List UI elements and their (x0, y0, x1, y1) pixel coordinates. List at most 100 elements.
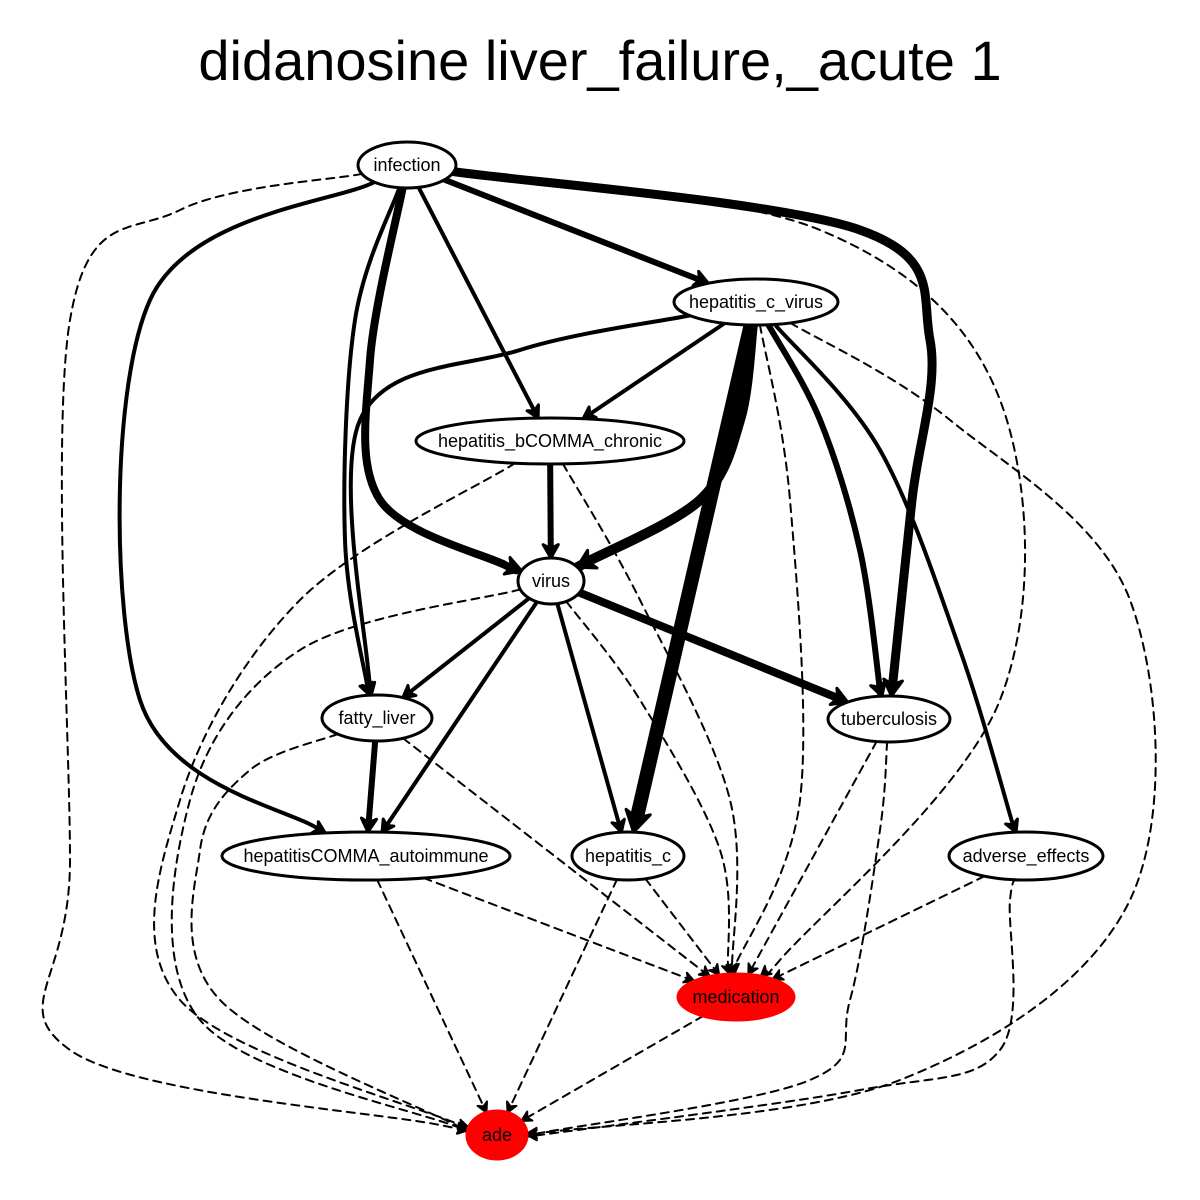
edge-line (117, 180, 377, 842)
node-ellipse (220, 830, 512, 882)
edge-fatty_liver-to-ade (190, 733, 484, 1141)
edge-arrowhead (610, 817, 626, 834)
edge-arrowhead (771, 969, 785, 981)
edge-layer (41, 167, 1157, 1142)
edge-line (575, 588, 841, 702)
edge-line (751, 740, 878, 969)
edge-hepatitis_c_virus-to-hepatitis_c (624, 317, 758, 834)
edge-hepatitis_c_virus-to-virus (572, 319, 758, 572)
edge-virus-to-tuberculosis (575, 588, 850, 707)
node-adverse_effects: adverse_effects (947, 830, 1105, 882)
edge-infection-to-hepatitis_bCOMMA_chronic (416, 185, 540, 420)
edge-arrowhead (1004, 817, 1019, 834)
edge-line (509, 878, 618, 1107)
edge-line (422, 876, 688, 980)
node-hepatitis_c: hepatitis_c (570, 830, 686, 882)
edge-virus-to-medication (565, 600, 734, 978)
edge-line (452, 171, 1027, 984)
edge-line (376, 878, 485, 1107)
edge-arrowhead (541, 543, 560, 560)
node-hepatitis_c_virus: hepatitis_c_virus (672, 277, 840, 327)
node-label: ade (482, 1125, 512, 1145)
edge-line (630, 317, 758, 824)
edge-infection-to-virus (361, 183, 523, 576)
node-ellipse (414, 416, 686, 466)
edge-tuberculosis-to-medication (747, 740, 878, 976)
node-ellipse (570, 830, 686, 882)
edge-line (361, 183, 520, 575)
node-fatty_liver: fatty_liver (320, 693, 434, 743)
node-ellipse (672, 277, 840, 327)
node-ade: ade (465, 1109, 529, 1161)
node-label: adverse_effects (963, 846, 1090, 867)
edge-line (441, 176, 702, 283)
edge-line (644, 877, 716, 970)
edge-line (527, 1014, 705, 1119)
edge-arrowhead (682, 971, 696, 984)
edge-arrowhead (828, 686, 850, 707)
node-label: virus (532, 571, 570, 591)
edge-arrowhead (476, 1100, 488, 1114)
edge-line (416, 185, 536, 412)
node-label: fatty_liver (338, 708, 415, 729)
edge-arrowhead (526, 1128, 538, 1142)
edge-arrowhead (747, 962, 759, 976)
edge-hepatitis_c-to-ade (506, 878, 618, 1114)
node-label: infection (373, 155, 440, 175)
edge-arrowhead (882, 677, 904, 698)
edge-line (765, 321, 885, 703)
edge-arrowhead (624, 807, 652, 834)
edge-line (513, 878, 1019, 1140)
edge-arrowhead (456, 1122, 469, 1135)
edge-infection-to-medication (452, 171, 1027, 984)
edge-line (153, 462, 517, 1136)
edge-line (547, 461, 554, 551)
edge-arrowhead (525, 403, 540, 420)
edge-line (555, 601, 621, 826)
edge-hepatitis_c_virus-to-adverse_effects (772, 322, 1019, 840)
edge-line (190, 733, 484, 1141)
edge-line (170, 588, 522, 1137)
edge-infection-to-hepatitisCOMMA_autoimmune (117, 180, 377, 842)
node-hepatitis_bCOMMA_chronic: hepatitis_bCOMMA_chronic (414, 416, 686, 466)
edge-arrowhead (869, 679, 887, 698)
node-label: medication (692, 987, 779, 1007)
edge-virus-to-hepatitisCOMMA_autoimmune (380, 599, 539, 834)
edge-arrowhead (520, 1110, 534, 1122)
edge-hepatitis_c_virus-to-tuberculosis (765, 321, 887, 703)
node-tuberculosis: tuberculosis (826, 694, 952, 744)
edge-line (348, 313, 692, 711)
edge-virus-to-fatty_liver (401, 596, 532, 700)
edge-hepatitis_bCOMMA_chronic-to-virus (541, 461, 560, 560)
edge-arrowhead (506, 1100, 518, 1114)
edge-line (588, 321, 727, 416)
edge-arrowhead (380, 817, 396, 834)
node-ellipse (320, 693, 434, 743)
node-label: hepatitis_bCOMMA_chronic (438, 431, 662, 452)
edge-fatty_liver-to-medication (402, 737, 711, 978)
edge-hepatitis_bCOMMA_chronic-to-ade (153, 462, 517, 1136)
edge-line (517, 740, 889, 1138)
edge-arrowhead (697, 965, 711, 978)
edge-line (408, 596, 532, 694)
node-ellipse (826, 694, 952, 744)
edge-medication-to-ade (520, 1014, 705, 1122)
edge-line (402, 737, 705, 973)
edge-infection-to-ade (41, 172, 475, 1135)
node-layer: infection hepatitis_c_virus hepatitis_bCOM… (220, 140, 1105, 1161)
node-label: hepatitisCOMMA_autoimmune (243, 846, 488, 867)
edge-line (41, 172, 475, 1133)
node-medication: medication (676, 972, 796, 1022)
edge-arrowhead (708, 963, 721, 976)
edge-hepatitis_c_virus-to-fatty_liver (348, 313, 692, 711)
node-virus: virus (516, 556, 586, 606)
node-ellipse (356, 140, 458, 190)
edge-hepatitis_c-to-medication (644, 877, 721, 976)
edge-arrowhead (401, 683, 418, 700)
node-label: hepatitis_c_virus (689, 292, 823, 313)
edge-arrowhead (502, 555, 523, 576)
edge-line (778, 875, 986, 977)
edge-line (385, 599, 539, 827)
edge-tuberculosis-to-ade (517, 740, 889, 1140)
